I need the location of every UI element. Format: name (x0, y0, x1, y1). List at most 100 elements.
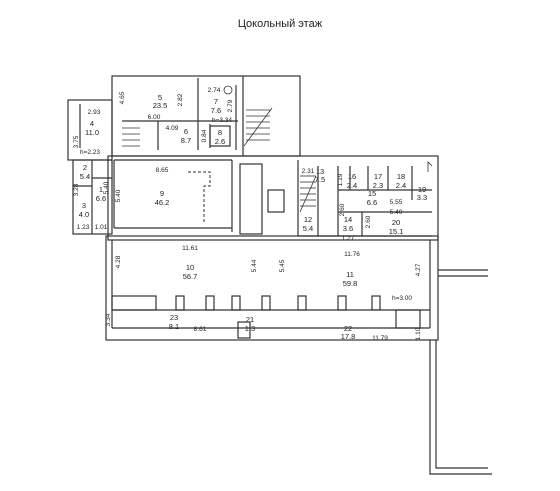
room-23-number: 23 (170, 313, 178, 322)
room-5-number: 5 (158, 93, 162, 102)
room-18-number: 18 (397, 172, 405, 181)
dim-label: 2.60 (365, 215, 372, 228)
marker-circle-icon (223, 85, 233, 95)
room-2-area: 5.4 (80, 172, 90, 181)
dim-label: 4.09 (166, 125, 179, 132)
wall-top-block (111, 75, 301, 157)
room-22-number: 22 (344, 324, 352, 333)
room-3-area: 4.0 (79, 210, 89, 219)
room-9-area: 46.2 (155, 198, 170, 207)
room-18-area: 2.4 (396, 181, 406, 190)
column (267, 189, 285, 213)
column (111, 295, 157, 311)
column (175, 295, 185, 311)
room-11-number: 11 (346, 270, 354, 279)
dim-label: 6.00 (148, 114, 161, 121)
room-17-number: 17 (374, 172, 382, 181)
room-1-number: 1 (99, 185, 103, 194)
room-2-number: 2 (83, 163, 87, 172)
dim-label: 11.61 (182, 245, 198, 252)
room-4-number: 4 (90, 119, 94, 128)
dim-label: 1.23 (77, 224, 90, 231)
dim-label: 5.40 (390, 209, 403, 216)
dim-label: 2.60 (339, 203, 346, 216)
room-19-area: 3.3 (417, 193, 427, 202)
dim-label: 5.44 (251, 259, 258, 272)
column (337, 295, 347, 311)
dim-label: h=3.00 (392, 295, 412, 302)
room-13-number: 13 (316, 167, 324, 176)
dim-label: 2.31 (302, 168, 315, 175)
room-5-area: 23.5 (153, 101, 168, 110)
partition-dashed (188, 171, 211, 222)
dim-label: 5.40 (103, 181, 110, 194)
room-16-number: 16 (348, 172, 356, 181)
room-11-area: 59.8 (343, 279, 358, 288)
room-20-area: 15.1 (389, 227, 404, 236)
wall-room-8 (209, 125, 231, 147)
column (297, 295, 307, 311)
column (395, 309, 421, 329)
wall-lower-hall (105, 235, 439, 341)
stairs-left (122, 127, 140, 147)
dim-label: 11.79 (372, 335, 388, 342)
dim-label: 5.45 (279, 259, 286, 272)
room-20-number: 20 (392, 218, 400, 227)
dim-label: 2.79 (227, 99, 234, 112)
dim-label: 3.34 (105, 313, 112, 326)
room-8-number: 8 (218, 128, 222, 137)
room-10-number: 10 (186, 263, 194, 272)
arrow-icon (427, 161, 433, 172)
room-21-number: 21 (246, 315, 254, 324)
room-7-number: 7 (214, 97, 218, 106)
dim-label: 0.84 (201, 129, 208, 142)
room-9-number: 9 (160, 189, 164, 198)
room-17-area: 2.3 (373, 181, 383, 190)
room-14-area: 3.6 (343, 224, 353, 233)
dim-label: 1.27 (342, 235, 355, 242)
room-1-area: 6.6 (96, 194, 106, 203)
room-12-number: 12 (304, 215, 312, 224)
room-7-area: 7.6 (211, 106, 221, 115)
dim-label: 1.10 (415, 327, 422, 340)
dim-label: h=2.23 (80, 149, 100, 156)
room-13-area: 7.5 (315, 175, 325, 184)
room-23-area: 8.1 (169, 322, 179, 331)
dim-label: 1.01 (95, 224, 108, 231)
room-15-area: 6.6 (367, 198, 377, 207)
column (239, 163, 263, 235)
room-6-number: 6 (184, 127, 188, 136)
stairs-middle (299, 175, 317, 213)
room-8-area: 2.6 (215, 137, 225, 146)
dim-label: 8.61 (194, 326, 207, 333)
room-22-area: 17.8 (341, 332, 356, 341)
dim-label: 3.28 (73, 183, 80, 196)
column (231, 295, 241, 311)
wall-right-extension (429, 340, 492, 475)
dim-label: h=3.34 (212, 117, 232, 124)
dim-label: 4.27 (415, 263, 422, 276)
room-16-area: 2.4 (347, 181, 357, 190)
room-12-area: 5.4 (303, 224, 313, 233)
room-6-area: 8.7 (181, 136, 191, 145)
room-21-area: 1.3 (245, 324, 255, 333)
dim-label: 3.75 (73, 135, 80, 148)
column (205, 295, 215, 311)
dim-label: 4.28 (115, 255, 122, 268)
wall-right-extension-inner (435, 340, 488, 469)
room-14-number: 14 (344, 215, 352, 224)
dim-label: 11.76 (344, 251, 360, 258)
room-15-number: 15 (368, 189, 376, 198)
dim-label: 2.82 (177, 93, 184, 106)
column (237, 321, 251, 339)
column (261, 295, 271, 311)
dim-label: 1.19 (337, 173, 344, 186)
dim-label: 2.93 (88, 109, 101, 116)
floor-title: Цокольный этаж (237, 18, 323, 30)
dim-label: 5.40 (115, 189, 122, 202)
dim-label: 2.74 (208, 87, 221, 94)
room-3-number: 3 (82, 201, 86, 210)
stairs-top (243, 107, 273, 147)
